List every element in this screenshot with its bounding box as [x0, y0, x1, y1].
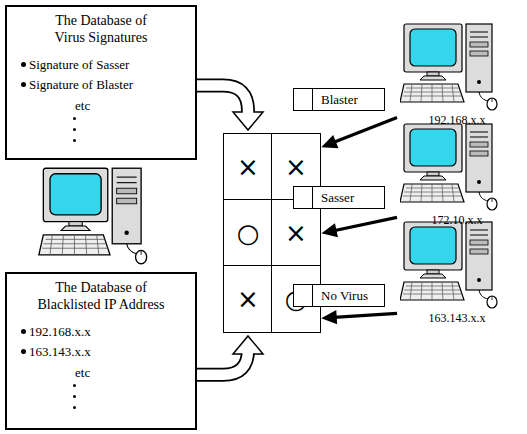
arrow-line [334, 217, 397, 230]
packet-payload: No Virus [313, 285, 374, 306]
arrow-head [323, 224, 337, 236]
hollow-arrow-inner [197, 86, 248, 116]
continuation-dots [73, 117, 187, 142]
list-item: 192.168.x.x [29, 324, 91, 340]
packet-header [294, 187, 313, 208]
dot [73, 384, 76, 387]
result-mark: × [237, 152, 259, 182]
bullet-dot [21, 349, 26, 354]
result-cell: × [223, 133, 273, 201]
dot [73, 128, 76, 131]
list-row: Signature of Sasser [21, 57, 187, 73]
dot [73, 395, 76, 398]
connector [197, 336, 263, 375]
list-item: Signature of Blaster [29, 77, 133, 93]
arrow-line [334, 313, 397, 317]
dot [73, 139, 76, 142]
ip-address: 192.168.x.x [429, 113, 486, 128]
list-more: etc [75, 98, 187, 114]
list-more: etc [75, 365, 187, 381]
result-cell: × [223, 265, 273, 333]
center-computer [39, 168, 147, 264]
list-row: Signature of Blaster [21, 77, 187, 93]
bullet-dot [21, 82, 26, 87]
continuation-dots [73, 384, 187, 409]
arrow-head [323, 136, 337, 147]
connector [323, 117, 397, 147]
connector [323, 311, 397, 323]
database-box: The Database of Blacklisted IP Address 19… [5, 272, 197, 430]
result-cell: × [271, 199, 321, 267]
result-cell: ○ [223, 199, 273, 267]
client-computer [400, 124, 497, 210]
packet-box: Sasser [293, 186, 385, 209]
packet-payload: Sasser [313, 187, 360, 208]
dot [73, 406, 76, 409]
list-item: Signature of Sasser [29, 57, 129, 73]
connector [323, 217, 397, 236]
packet-header [294, 285, 313, 306]
list-row: 163.143.x.x [21, 344, 187, 360]
result-mark: ○ [237, 218, 260, 248]
client-computer [400, 24, 497, 110]
packet-payload: Blaster [313, 89, 364, 110]
arrow-head [323, 311, 336, 323]
hollow-arrow-inner [197, 350, 248, 375]
bullet-dot [21, 62, 26, 67]
ip-address: 163.143.x.x [429, 311, 486, 326]
connector [197, 86, 263, 130]
packet-box: No Virus [293, 284, 385, 307]
computer-node: 172.10.x.x [398, 122, 516, 228]
result-mark: × [237, 284, 259, 314]
list-item: 163.143.x.x [29, 344, 91, 360]
result-mark: × [285, 218, 307, 248]
computer-node: 163.143.x.x [398, 220, 516, 326]
result-mark: × [285, 152, 307, 182]
database-title: The Database of Virus Signatures [45, 13, 157, 47]
computer-node: 192.168.x.x [398, 22, 516, 128]
list-row: 192.168.x.x [21, 324, 187, 340]
packet-header [294, 89, 313, 110]
client-computer [400, 222, 497, 308]
dot [73, 117, 76, 120]
ip-address: 172.10.x.x [432, 213, 483, 228]
arrow-line [333, 117, 397, 142]
database-title: The Database of Blacklisted IP Address [26, 280, 176, 314]
packet-box: Blaster [293, 88, 385, 111]
database-box: The Database of Virus SignaturesSignatur… [5, 5, 197, 160]
bullet-dot [21, 329, 26, 334]
